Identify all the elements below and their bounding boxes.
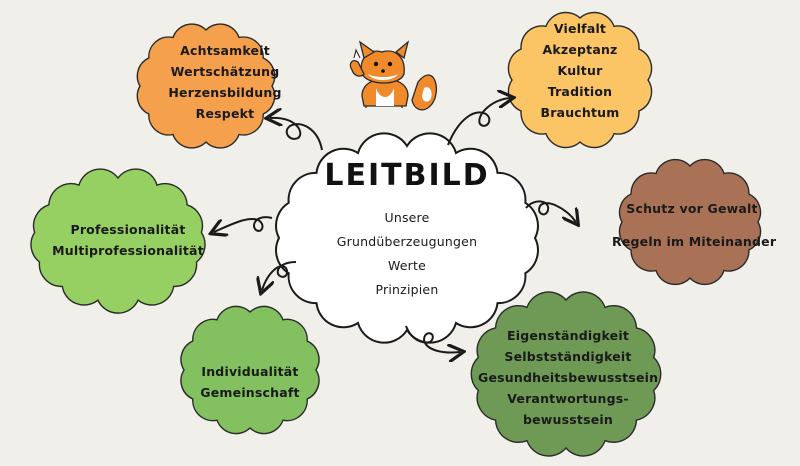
- bubble-item: Akzeptanz: [542, 42, 618, 57]
- bubble-item: Kultur: [557, 63, 603, 78]
- bubble-community-labels: Individualität Gemeinschaft: [180, 361, 320, 403]
- bubble-item: Wertschätzung: [170, 64, 280, 79]
- bubble-item: Herzensbildung: [168, 85, 282, 100]
- bubble-protection-labels: Schutz vor Gewalt Regeln im Miteinander: [612, 198, 777, 252]
- bubble-item: Gesundheitsbewusstsein: [478, 370, 659, 385]
- bubble-protection: [618, 158, 762, 286]
- arrow-to-professional: [214, 216, 273, 232]
- bubble-values-labels: Achtsamkeit Wertschätzung Herzensbildung…: [150, 40, 300, 124]
- bubble-item: Multiprofessionalität: [52, 243, 204, 258]
- center-list: Unsere Grundüberzeugungen Werte Prinzipi…: [322, 206, 492, 302]
- arrow-to-values: [270, 118, 323, 151]
- bubble-professional: [30, 168, 206, 314]
- bubble-item: Professionalität: [70, 222, 186, 237]
- bubble-culture: [507, 11, 653, 149]
- center-title: LEITBILD: [324, 158, 490, 193]
- bubble-values: [136, 23, 276, 149]
- bubble-item: Selbstständigkeit: [504, 349, 632, 364]
- bubble-independence-labels: Eigenständigkeit Selbstständigkeit Gesun…: [478, 325, 658, 430]
- center-item: Grundüberzeugungen: [336, 234, 478, 249]
- arrow-to-protection: [525, 200, 576, 222]
- bubble-culture-labels: Vielfalt Akzeptanz Kultur Tradition Brau…: [505, 18, 655, 123]
- bubble-professional-labels: Professionalität Multiprofessionalität: [38, 219, 218, 261]
- bubble-item: bewusstsein: [522, 412, 614, 427]
- bubble-item: Regeln im Miteinander: [612, 234, 777, 249]
- bubble-item: Individualität: [201, 364, 299, 379]
- bubble-item: Gemeinschaft: [200, 385, 300, 400]
- bubble-item: Schutz vor Gewalt: [626, 201, 758, 216]
- bubble-item: Verantwortungs-: [507, 391, 629, 406]
- bubble-item: Eigenständigkeit: [507, 328, 629, 343]
- arrow-to-independence: [405, 325, 460, 353]
- bubble-item: Achtsamkeit: [180, 43, 270, 58]
- fox-mascot-icon: [349, 40, 438, 111]
- arrow-to-culture: [447, 98, 510, 146]
- bubble-community: [180, 305, 320, 435]
- bubble-item: Tradition: [547, 84, 613, 99]
- center-item: Prinzipien: [375, 282, 439, 297]
- center-item: Werte: [387, 258, 427, 273]
- bubble-independence: [470, 291, 662, 457]
- bubble-item: Brauchtum: [540, 105, 620, 120]
- center-item: Unsere: [384, 210, 430, 225]
- arrow-to-community: [262, 261, 297, 290]
- bubble-item: Respekt: [195, 106, 255, 121]
- bubble-item: Vielfalt: [553, 21, 607, 36]
